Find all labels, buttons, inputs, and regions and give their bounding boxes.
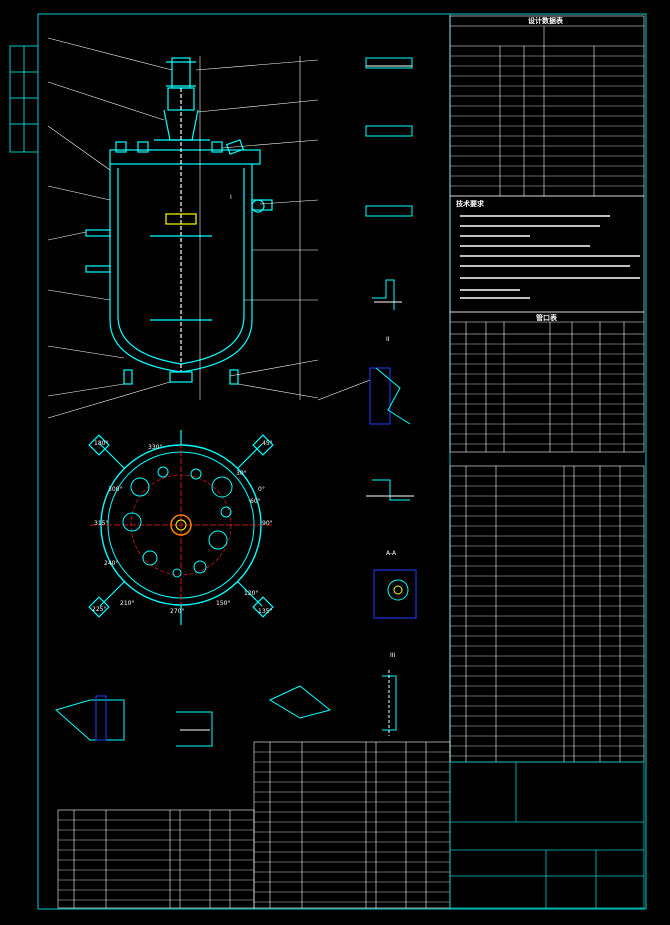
angle-label: 0° <box>258 486 265 493</box>
leader-lines <box>47 37 371 419</box>
angle-label: 60° <box>250 498 261 505</box>
angle-label: 135° <box>258 608 273 615</box>
section-II-label: II <box>386 336 390 343</box>
nozzle-table-rows <box>450 343 644 445</box>
title-block <box>449 761 645 909</box>
section-AA-label: A-A <box>386 550 397 557</box>
nozzle-table-title: 管口表 <box>536 314 557 322</box>
parts-list-bottom-rows <box>58 751 450 903</box>
angle-label: 330° <box>148 444 163 451</box>
design-data-rows <box>450 55 644 187</box>
parts-list-rows <box>450 475 644 757</box>
tech-requirements-block <box>449 195 645 313</box>
angle-label: 300° <box>108 486 123 493</box>
angle-label: 150° <box>216 600 231 607</box>
angle-label: 90° <box>262 520 273 527</box>
section-III-label: III <box>390 652 396 659</box>
section-I-label: I <box>230 194 232 201</box>
nozzle-table <box>449 311 645 453</box>
drawing-frame <box>9 13 647 910</box>
parts-list-bottom <box>57 741 451 909</box>
design-spec-title: 设计数据表 <box>528 17 563 25</box>
vessel-elevation <box>85 57 273 385</box>
angle-label: 120° <box>244 590 259 597</box>
angle-label: 240° <box>104 560 119 567</box>
angle-label: 225° <box>92 606 107 613</box>
angle-label: 30° <box>236 470 247 477</box>
tech-req-title: 技术要求 <box>456 200 484 208</box>
angle-label: 210° <box>120 600 135 607</box>
detail-views <box>54 57 417 747</box>
angle-label: 270° <box>170 608 185 615</box>
angle-label: 45° <box>262 440 273 447</box>
parts-list-right <box>449 465 645 763</box>
angle-label: 315° <box>94 520 109 527</box>
tech-requirements-text-lines <box>460 215 640 299</box>
vessel-plan-view <box>88 430 274 625</box>
angle-label: 180° <box>94 440 109 447</box>
